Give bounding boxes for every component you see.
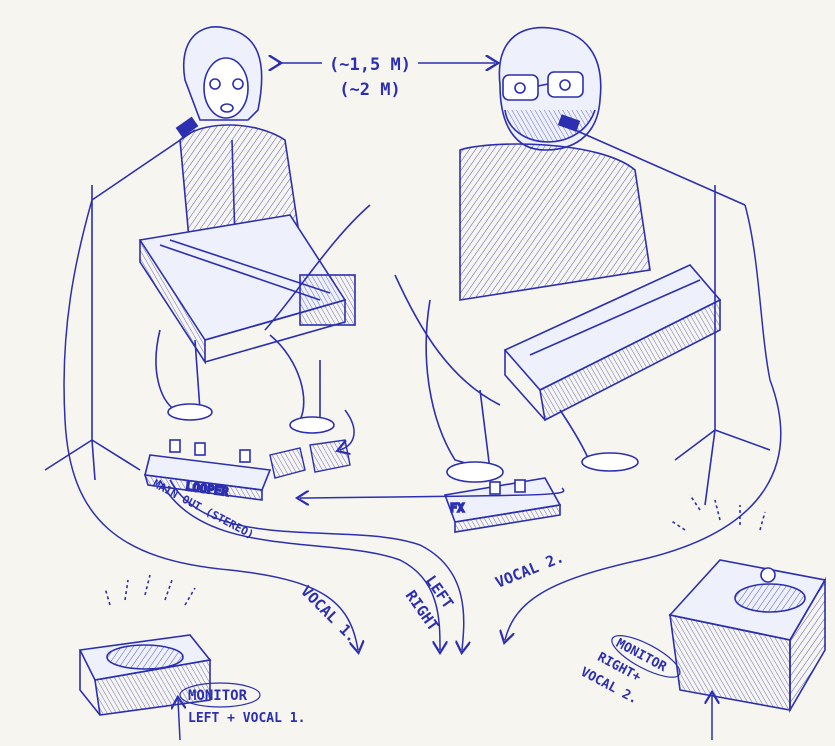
cable-vocal1-label: VOCAL 1. — [297, 582, 361, 646]
performer-right — [395, 28, 720, 482]
monitor-left-sub: LEFT + VOCAL 1. — [188, 711, 305, 726]
distance-label-2: (~2 M) — [339, 80, 400, 100]
distance-label-1: (~1,5 M) — [329, 55, 411, 75]
fx-pedal: FX — [445, 478, 560, 532]
monitor-right — [670, 495, 825, 710]
monitor-left-title: MONITOR — [188, 688, 248, 704]
extra-pedals — [270, 440, 350, 478]
performer-left — [140, 27, 370, 433]
fx-label: FX — [450, 501, 465, 515]
distance-indicator: (~1,5 M) (~2 M) — [278, 55, 495, 100]
